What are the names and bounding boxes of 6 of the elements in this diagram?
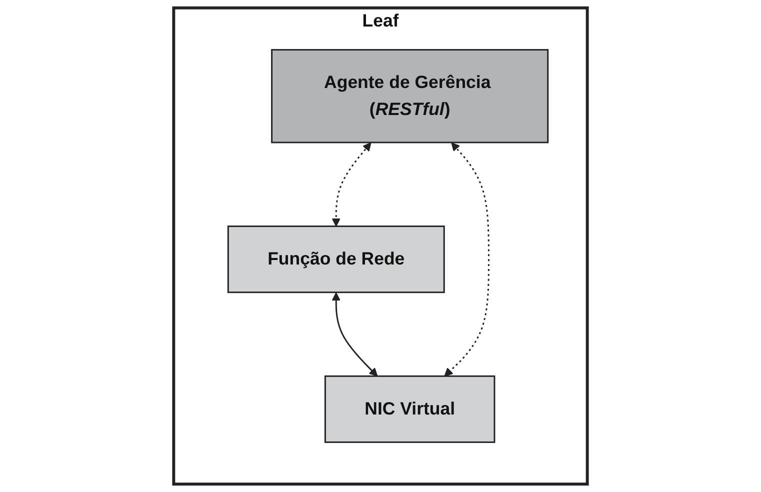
node-box	[324, 375, 496, 443]
node-box	[227, 226, 445, 294]
arrow	[444, 142, 490, 377]
arrow	[332, 142, 372, 227]
node-box	[271, 49, 549, 144]
arrow	[332, 292, 378, 377]
